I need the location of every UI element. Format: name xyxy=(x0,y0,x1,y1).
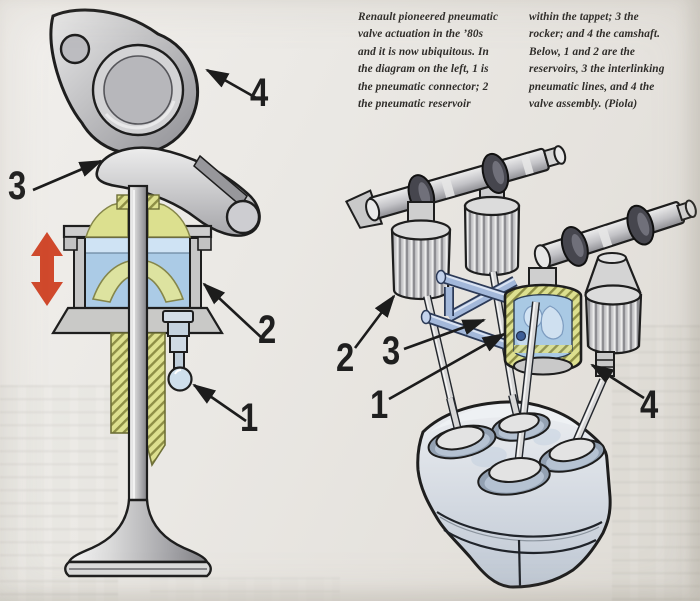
right-diagram-3d-view xyxy=(344,145,697,589)
callout-right-reservoirs: 2 xyxy=(336,336,355,380)
caption-line: the pneumatic reservoir xyxy=(358,98,471,111)
callout-right-pneumatic-lines: 3 xyxy=(382,329,401,373)
leader-connector xyxy=(192,383,247,423)
caption-line: Below, 1 and 2 are the xyxy=(529,45,635,58)
cam-lobe xyxy=(49,8,200,156)
motion-arrow xyxy=(31,232,63,306)
caption-line: rocker; and 4 the camshaft. xyxy=(529,28,661,41)
callout-left-reservoir: 2 xyxy=(258,308,277,352)
caption-line: within the tappet; 3 the xyxy=(529,11,639,23)
callout-right-reservoir-cut: 1 xyxy=(370,383,389,427)
caption-column-1: Renault pioneered pneumatic valve actuat… xyxy=(358,9,498,113)
camshaft-right-bank xyxy=(533,199,697,270)
leader-rocker xyxy=(32,159,103,192)
valve xyxy=(64,184,212,578)
rocker-arm xyxy=(95,146,261,237)
caption-line: and it is now ubiquitous. In xyxy=(358,45,489,58)
callout-right-valve-assembly: 4 xyxy=(640,383,659,427)
internal-valve-part xyxy=(515,330,527,342)
callout-left-rocker: 3 xyxy=(8,164,27,208)
caption-line: valve actuation in the ’80s xyxy=(358,28,484,41)
callout-leader-lines-right xyxy=(353,294,645,401)
left-diagram-cross-section xyxy=(31,8,264,578)
valve-guide xyxy=(110,332,166,467)
piston-ring-groove xyxy=(443,529,597,554)
caption-column-2: within the tappet; 3 the rocker; and 4 t… xyxy=(529,9,664,113)
leader-valve-assembly xyxy=(590,363,645,400)
leader-reservoirs xyxy=(353,294,396,349)
leader-reservoir xyxy=(202,282,264,340)
caption-line: reservoirs, 3 the interlinking xyxy=(529,63,665,76)
camshaft-left-bank xyxy=(344,145,567,229)
leader-camshaft xyxy=(205,68,259,101)
caption-line: pneumatic lines, and 4 the xyxy=(529,80,655,93)
spring-retainer xyxy=(84,194,192,238)
leader-pneumatic-lines xyxy=(403,318,486,351)
callout-left-connector: 1 xyxy=(240,396,259,440)
caption-line: valve assembly. (Piola) xyxy=(529,98,638,111)
pneumatic-connector xyxy=(162,310,194,392)
caption-line: the pneumatic connector; 2 xyxy=(358,80,489,93)
piston-ring-groove xyxy=(436,511,603,538)
valve-heads xyxy=(435,412,596,483)
caption-line: the diagram on the left, 1 is xyxy=(358,63,489,76)
reservoir-rear-left xyxy=(463,180,521,277)
callout-left-camshaft: 4 xyxy=(250,71,269,115)
valve-stems-front xyxy=(446,301,607,466)
caption-line: Renault pioneered pneumatic xyxy=(358,11,499,23)
reservoir-right xyxy=(584,252,643,377)
reservoir-front-left xyxy=(390,201,452,301)
leader-reservoir-cut xyxy=(388,332,506,401)
callout-leader-lines-left xyxy=(32,68,264,423)
